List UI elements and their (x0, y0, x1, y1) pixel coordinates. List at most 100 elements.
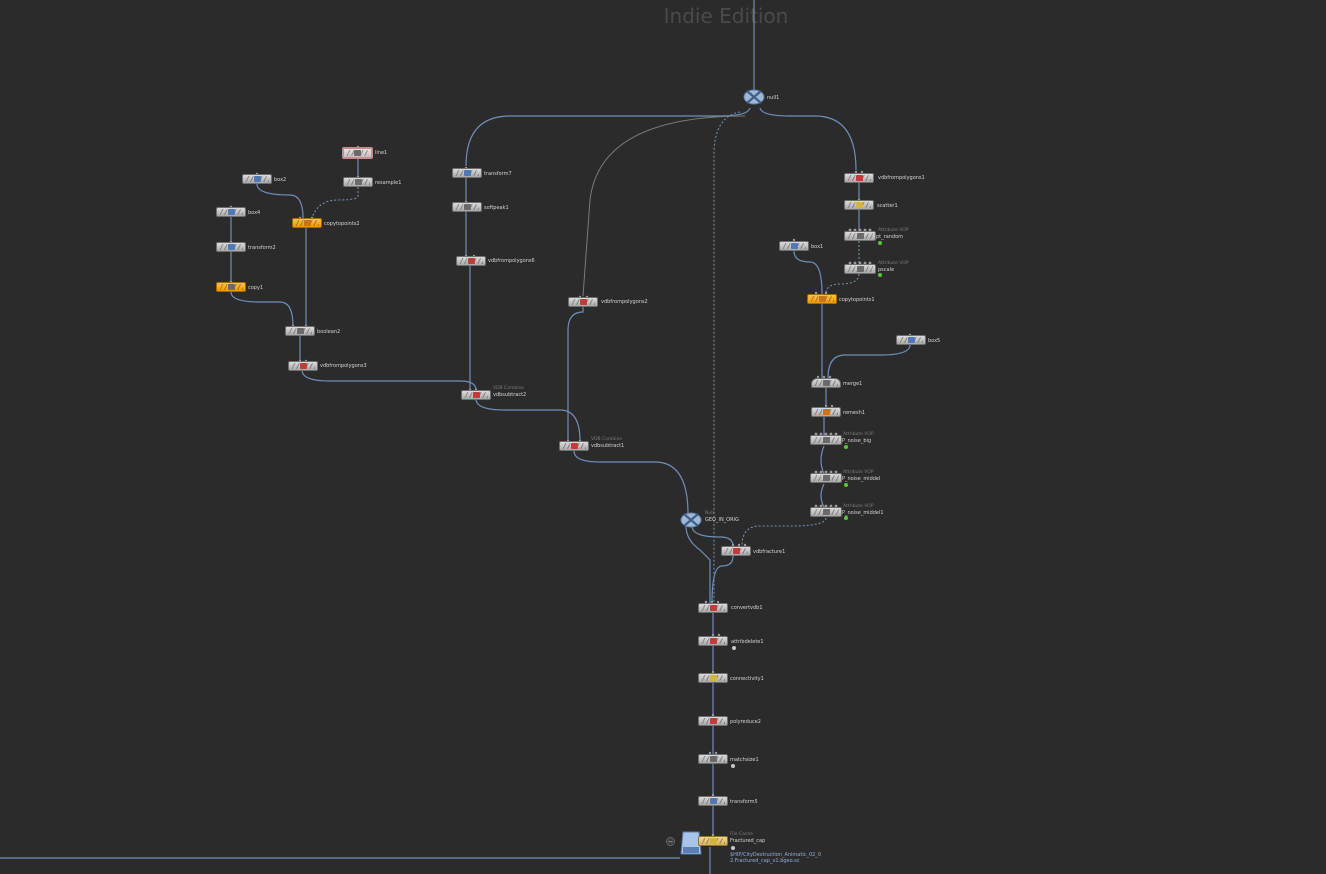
vdb-icon (299, 363, 307, 369)
null1-label: null1 (767, 95, 780, 101)
line-icon (354, 150, 361, 156)
vdbsubtract1-type: VDB Combine (591, 437, 623, 442)
transform-icon (709, 798, 717, 804)
polyreduce2-node[interactable] (698, 716, 728, 726)
pt-random-node[interactable] (844, 231, 876, 241)
box5-node[interactable] (896, 335, 926, 345)
merge1-node[interactable] (811, 378, 841, 388)
vdbfrompolygons2-node[interactable] (568, 297, 598, 307)
cache-path-line2: 2.Fractured_cap_v1.bgeo.sc (730, 858, 800, 864)
convertvdb1-label: convertvdb1 (731, 605, 763, 611)
box-icon (227, 209, 235, 215)
box4-node[interactable] (216, 207, 246, 217)
null1-node[interactable] (743, 89, 765, 105)
resample1-node[interactable] (343, 177, 373, 187)
vdbsubtract2-type: VDB Combine (493, 386, 525, 391)
vdbfrompolygons1-node[interactable] (844, 173, 874, 183)
attribute-vop-icon (822, 475, 830, 481)
boolean2-node[interactable] (285, 326, 315, 336)
box1-node[interactable] (779, 241, 809, 251)
comment-dot (731, 846, 735, 850)
remesh1-node[interactable] (811, 407, 841, 417)
copy-icon (227, 284, 235, 290)
copy1-node[interactable] (216, 282, 246, 292)
vdb-icon (709, 605, 717, 611)
null-cross-icon (680, 512, 702, 528)
connectivity-icon (709, 675, 717, 681)
display-flag-dot (844, 516, 848, 520)
file-cache-node-icon (709, 838, 717, 844)
pt-random-label: pt_random (876, 234, 904, 240)
vdbsubtract1-node[interactable] (559, 441, 589, 451)
vdb-icon (732, 548, 740, 554)
vdbfrompolygons6-node[interactable] (456, 256, 486, 266)
vdbfrompolygons1-label: vdbfrompolygons1 (878, 175, 925, 181)
transform2-node[interactable] (216, 242, 246, 252)
p-noise-middel-node[interactable] (810, 473, 842, 483)
remesh-icon (822, 409, 830, 415)
transform7-node[interactable] (452, 168, 482, 178)
transform-icon (463, 170, 471, 176)
attribdelete1-node[interactable] (698, 636, 728, 646)
transform7-label: transform7 (484, 171, 512, 177)
geo-in-orig-node[interactable] (680, 512, 702, 528)
merge1-label: merge1 (843, 381, 863, 387)
remesh1-label: remesh1 (843, 410, 865, 416)
resample-icon (354, 179, 362, 185)
p-noise-big-node[interactable] (810, 435, 842, 445)
line1-label: line1 (375, 150, 388, 156)
resample1-label: resample1 (375, 180, 402, 186)
p-noise-big-label: P_noise_big (842, 438, 872, 444)
box2-label: box2 (274, 177, 287, 183)
display-flag-dot (878, 241, 882, 245)
vdb-icon (467, 258, 475, 264)
scatter1-node[interactable] (844, 200, 874, 210)
matchsize1-node[interactable] (698, 754, 728, 764)
attribute-delete-icon (709, 638, 717, 644)
fractured-cap-node[interactable] (698, 836, 728, 846)
line1-node[interactable] (342, 147, 373, 159)
comment-dot (731, 764, 735, 768)
box-icon (790, 243, 798, 249)
copytopoints1-node[interactable] (807, 294, 837, 304)
null-cross-icon (743, 89, 765, 105)
boolean-icon (296, 328, 304, 334)
pscale-node[interactable] (844, 264, 876, 274)
softpeak-icon (463, 204, 471, 210)
softpeak1-label: softpeak1 (484, 205, 509, 211)
connectivity1-node[interactable] (698, 673, 728, 683)
box4-label: box4 (248, 210, 261, 216)
copytopoints2-label: copytopoints2 (324, 221, 360, 227)
geo-in-orig-label: GEO_IN_ORIG (705, 517, 739, 523)
display-flag-dot (844, 483, 848, 487)
pscale-type: Attribute VOP (878, 261, 909, 266)
softpeak1-node[interactable] (452, 202, 482, 212)
transform2-label: transform2 (248, 245, 276, 251)
p-noise-middel1-type: Attribute VOP (843, 504, 874, 509)
collapse-button[interactable]: − (666, 837, 675, 846)
vdb-combine-icon (570, 443, 578, 449)
cache-path-line1: $HIP/CityDestruction_Animatic_02_0 (730, 852, 822, 858)
transform5-node[interactable] (698, 796, 728, 806)
vdbfrompolygons3-node[interactable] (288, 361, 318, 371)
attribute-vop-icon (822, 509, 830, 515)
merge-icon (822, 380, 830, 386)
vdbsubtract1-label: vdbsubtract1 (591, 443, 625, 449)
vdbfracture1-node[interactable] (721, 546, 751, 556)
fractured-cap-label: Fractured_cap (730, 838, 766, 844)
box5-label: box5 (928, 338, 941, 344)
vdbfrompolygons2-label: vdbfrompolygons2 (601, 299, 648, 305)
convertvdb1-node[interactable] (698, 603, 728, 613)
vdbsubtract2-node[interactable] (461, 390, 491, 400)
file-cache-icon (680, 831, 702, 855)
p-noise-middel1-node[interactable] (810, 507, 842, 517)
matchsize1-label: matchsize1 (730, 757, 759, 763)
box1-label: box1 (811, 244, 824, 250)
vdbsubtract2-label: vdbsubtract2 (493, 392, 527, 398)
p-noise-middel-type: Attribute VOP (843, 470, 874, 475)
box2-node[interactable] (242, 174, 272, 184)
pscale-label: pscale (878, 267, 895, 273)
copytopoints2-node[interactable] (292, 218, 322, 228)
vdbfrompolygons3-label: vdbfrompolygons3 (320, 363, 367, 369)
